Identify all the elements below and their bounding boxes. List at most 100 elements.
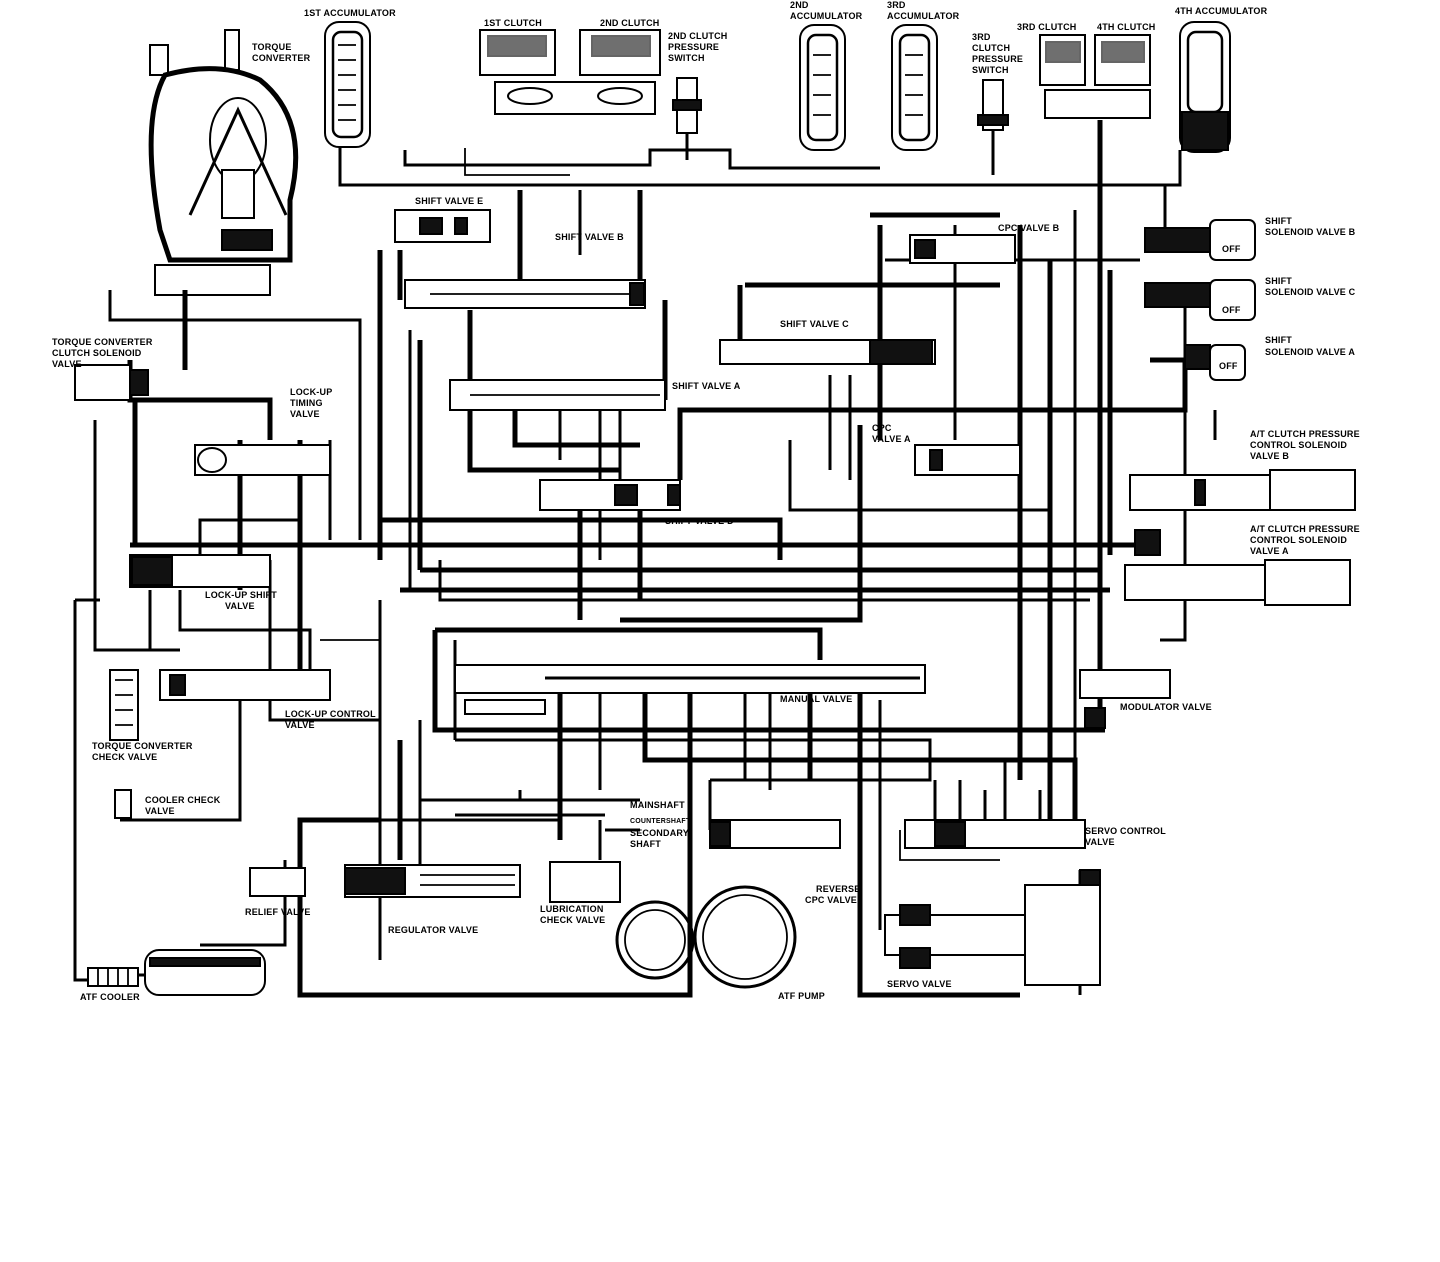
label-shift-c: SHIFT VALVE C — [780, 319, 849, 329]
label-shift-a: SHIFT VALVE A — [672, 381, 741, 391]
label-cpc-b: CPC VALVE B — [998, 223, 1060, 233]
tcc-solenoid — [74, 364, 149, 401]
label-ssv-b-2: SOLENOID VALVE B — [1265, 227, 1356, 237]
label-ssv-a-1: SHIFT — [1265, 335, 1292, 345]
label-modulator: MODULATOR VALVE — [1120, 702, 1212, 712]
first-accumulator — [324, 21, 371, 148]
label-acc4: 4TH ACCUMULATOR — [1175, 6, 1268, 16]
label-tc-check-2: CHECK VALVE — [92, 752, 157, 762]
shift-valve-e — [394, 209, 491, 243]
label-atcp-b-3: VALVE B — [1250, 451, 1289, 461]
label-atcp-a-1: A/T CLUTCH PRESSURE — [1250, 524, 1360, 534]
component-labels: 1ST ACCUMULATOR 1ST CLUTCH 2ND CLUTCH 2N… — [52, 0, 1360, 1002]
label-clutch3-switch-3: PRESSURE — [972, 54, 1023, 64]
fourth-accumulator — [1179, 21, 1231, 153]
servo-valve — [884, 869, 1101, 986]
label-atf-cooler: ATF COOLER — [80, 992, 140, 1002]
label-atcp-b-1: A/T CLUTCH PRESSURE — [1250, 429, 1360, 439]
label-lockup-control-2: VALVE — [285, 720, 315, 730]
atf-pump — [615, 885, 797, 989]
lockup-timing-valve — [194, 444, 331, 476]
label-atcp-a-3: VALVE A — [1250, 546, 1289, 556]
label-shift-b: SHIFT VALVE B — [555, 232, 624, 242]
label-servo: SERVO VALVE — [887, 979, 952, 989]
label-acc2-2: ACCUMULATOR — [790, 11, 863, 21]
label-clutch3-switch-4: SWITCH — [972, 65, 1009, 75]
label-clutch2: 2ND CLUTCH — [600, 18, 660, 28]
label-tcc-1: TORQUE CONVERTER — [52, 337, 153, 347]
label-clutch1: 1ST CLUTCH — [484, 18, 542, 28]
third-accumulator — [891, 24, 938, 151]
label-clutch3-switch-1: 3RD — [972, 32, 991, 42]
label-tc-check-1: TORQUE CONVERTER — [92, 741, 193, 751]
label-reverse-cpc-1: REVERSE — [816, 884, 860, 894]
label-manual: MANUAL VALVE — [780, 694, 852, 704]
label-reverse-cpc-2: CPC VALVE — [805, 895, 857, 905]
label-clutch2-switch-3: SWITCH — [668, 53, 705, 63]
label-ssv-c-2: SOLENOID VALVE C — [1265, 287, 1356, 297]
label-mainshaft: MAINSHAFT — [630, 800, 685, 810]
shift-valve-c — [719, 339, 936, 365]
label-lockup-timing-1: LOCK-UP — [290, 387, 332, 397]
lockup-control-valve — [159, 669, 331, 701]
label-lockup-shift-1: LOCK-UP SHIFT — [205, 590, 277, 600]
label-shift-d: SHIFT VALVE D — [665, 516, 734, 526]
label-off-b: OFF — [1222, 244, 1241, 254]
label-countershaft: COUNTERSHAFT — [630, 818, 691, 825]
label-lockup-control-1: LOCK-UP CONTROL — [285, 709, 376, 719]
label-lubrication-1: LUBRICATION — [540, 904, 604, 914]
cpc-valve-b — [909, 234, 1016, 264]
shift-valve-b — [404, 279, 646, 309]
label-ssv-b-1: SHIFT — [1265, 216, 1292, 226]
shift-valve-a — [449, 379, 666, 411]
shift-valve-d — [539, 479, 681, 511]
first-second-clutch — [479, 29, 661, 115]
label-off-a: OFF — [1219, 361, 1238, 371]
torque-converter — [148, 29, 299, 296]
atf-cooler — [87, 949, 266, 996]
third-clutch-pressure-switch — [977, 79, 1009, 175]
third-fourth-clutch — [1039, 34, 1151, 119]
regulator-valve — [344, 864, 521, 898]
label-tc-1: TORQUE — [252, 42, 292, 52]
label-lockup-timing-3: VALVE — [290, 409, 320, 419]
label-atf-pump: ATF PUMP — [778, 991, 825, 1001]
shift-solenoid-a — [1184, 344, 1246, 381]
label-secondary-2: SHAFT — [630, 839, 661, 849]
label-ssv-c-1: SHIFT — [1265, 276, 1292, 286]
label-tcc-2: CLUTCH SOLENOID — [52, 348, 142, 358]
label-ssv-a-2: SOLENOID VALVE A — [1265, 347, 1355, 357]
label-tcc-3: VALVE — [52, 359, 82, 369]
label-clutch3-switch-2: CLUTCH — [972, 43, 1010, 53]
cooler-check-valve — [114, 789, 132, 819]
manual-valve — [454, 664, 926, 715]
atcp-solenoid-b — [1129, 469, 1356, 511]
label-regulator: REGULATOR VALVE — [388, 925, 478, 935]
label-tc-2: CONVERTER — [252, 53, 311, 63]
label-clutch4: 4TH CLUTCH — [1097, 22, 1156, 32]
label-acc3-1: 3RD — [887, 0, 906, 10]
label-atcp-b-2: CONTROL SOLENOID — [1250, 440, 1347, 450]
label-cooler-check-1: COOLER CHECK — [145, 795, 221, 805]
relief-valve — [249, 867, 306, 897]
label-lockup-shift-2: VALVE — [225, 601, 255, 611]
label-clutch3: 3RD CLUTCH — [1017, 22, 1077, 32]
shift-solenoid-b — [1144, 219, 1256, 261]
label-off-c: OFF — [1222, 305, 1241, 315]
label-acc3-2: ACCUMULATOR — [887, 11, 960, 21]
reverse-cpc-valve — [709, 819, 841, 849]
label-relief: RELIEF VALVE — [245, 907, 311, 917]
cpc-valve-a — [914, 444, 1021, 476]
label-acc2-1: 2ND — [790, 0, 809, 10]
label-shift-e: SHIFT VALVE E — [415, 196, 483, 206]
label-cpc-a-1: CPC — [872, 423, 892, 433]
modulator-valve — [1079, 669, 1171, 729]
shift-solenoid-c — [1144, 279, 1256, 321]
label-clutch2-switch-2: PRESSURE — [668, 42, 719, 52]
label-acc1: 1ST ACCUMULATOR — [304, 8, 396, 18]
lockup-shift-valve — [129, 554, 271, 588]
label-lockup-timing-2: TIMING — [290, 398, 323, 408]
label-servo-control-1: SERVO CONTROL — [1085, 826, 1166, 836]
second-clutch-pressure-switch — [672, 77, 702, 160]
